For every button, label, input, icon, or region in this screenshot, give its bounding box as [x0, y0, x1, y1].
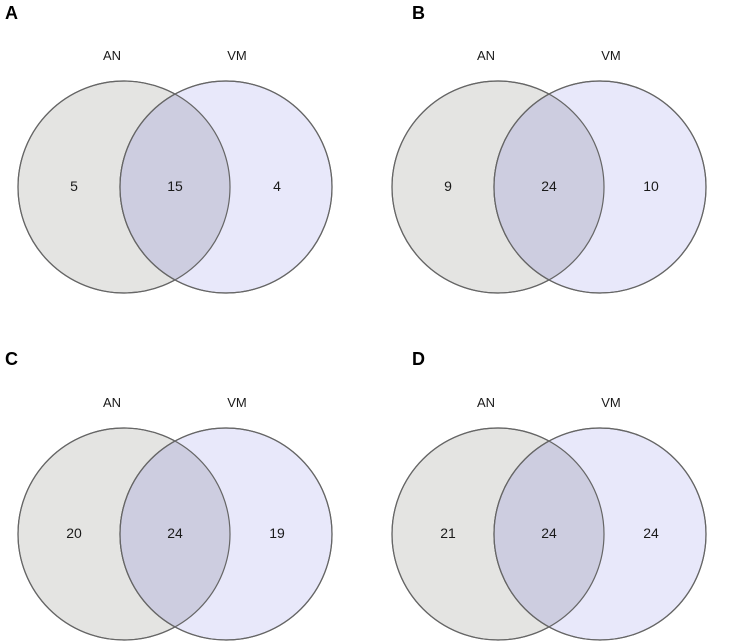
count-an-only-c: 20	[66, 525, 82, 541]
count-vm-only-b: 10	[643, 178, 659, 194]
set-label-an-b: AN	[476, 48, 496, 63]
panel-a: A AN VM 5 15 4	[0, 0, 375, 322]
set-label-an-a: AN	[102, 48, 122, 63]
panel-c: C AN VM 20 24 19	[0, 322, 375, 644]
panel-b: B AN VM 9 24 10	[374, 0, 749, 322]
count-intersection-c: 24	[167, 525, 183, 541]
count-an-only-d: 21	[440, 525, 456, 541]
panel-label-d: D	[412, 349, 425, 369]
set-label-an-c: AN	[102, 395, 122, 410]
venn-diagram-d	[391, 427, 707, 641]
panel-label-c: C	[5, 349, 18, 369]
count-intersection-a: 15	[167, 178, 183, 194]
set-label-vm-d: VM	[601, 395, 621, 410]
set-label-vm-b: VM	[601, 48, 621, 63]
venn-circle-an-outline-d	[391, 427, 605, 641]
panel-label-b: B	[412, 3, 425, 23]
venn-circle-vm-outline-d	[493, 427, 707, 641]
count-intersection-d: 24	[541, 525, 557, 541]
set-label-an-d: AN	[476, 395, 496, 410]
venn-circle-vm-outline-a	[119, 80, 333, 294]
count-vm-only-c: 19	[269, 525, 285, 541]
venn-circle-vm-outline-b	[493, 80, 707, 294]
venn-circle-an-outline-a	[17, 80, 231, 294]
count-intersection-b: 24	[541, 178, 557, 194]
set-label-vm-c: VM	[227, 395, 247, 410]
venn-diagram-a	[17, 80, 333, 294]
count-an-only-b: 9	[444, 178, 452, 194]
count-vm-only-d: 24	[643, 525, 659, 541]
count-vm-only-a: 4	[273, 178, 281, 194]
venn-circle-an-outline-b	[391, 80, 605, 294]
venn-circle-vm-outline-c	[119, 427, 333, 641]
venn-diagram-c	[17, 427, 333, 641]
set-label-vm-a: VM	[227, 48, 247, 63]
venn-circle-an-outline-c	[17, 427, 231, 641]
panel-d: D AN VM 21 24 24	[374, 322, 749, 644]
venn-diagram-b	[391, 80, 707, 294]
panel-label-a: A	[5, 3, 18, 23]
count-an-only-a: 5	[70, 178, 78, 194]
